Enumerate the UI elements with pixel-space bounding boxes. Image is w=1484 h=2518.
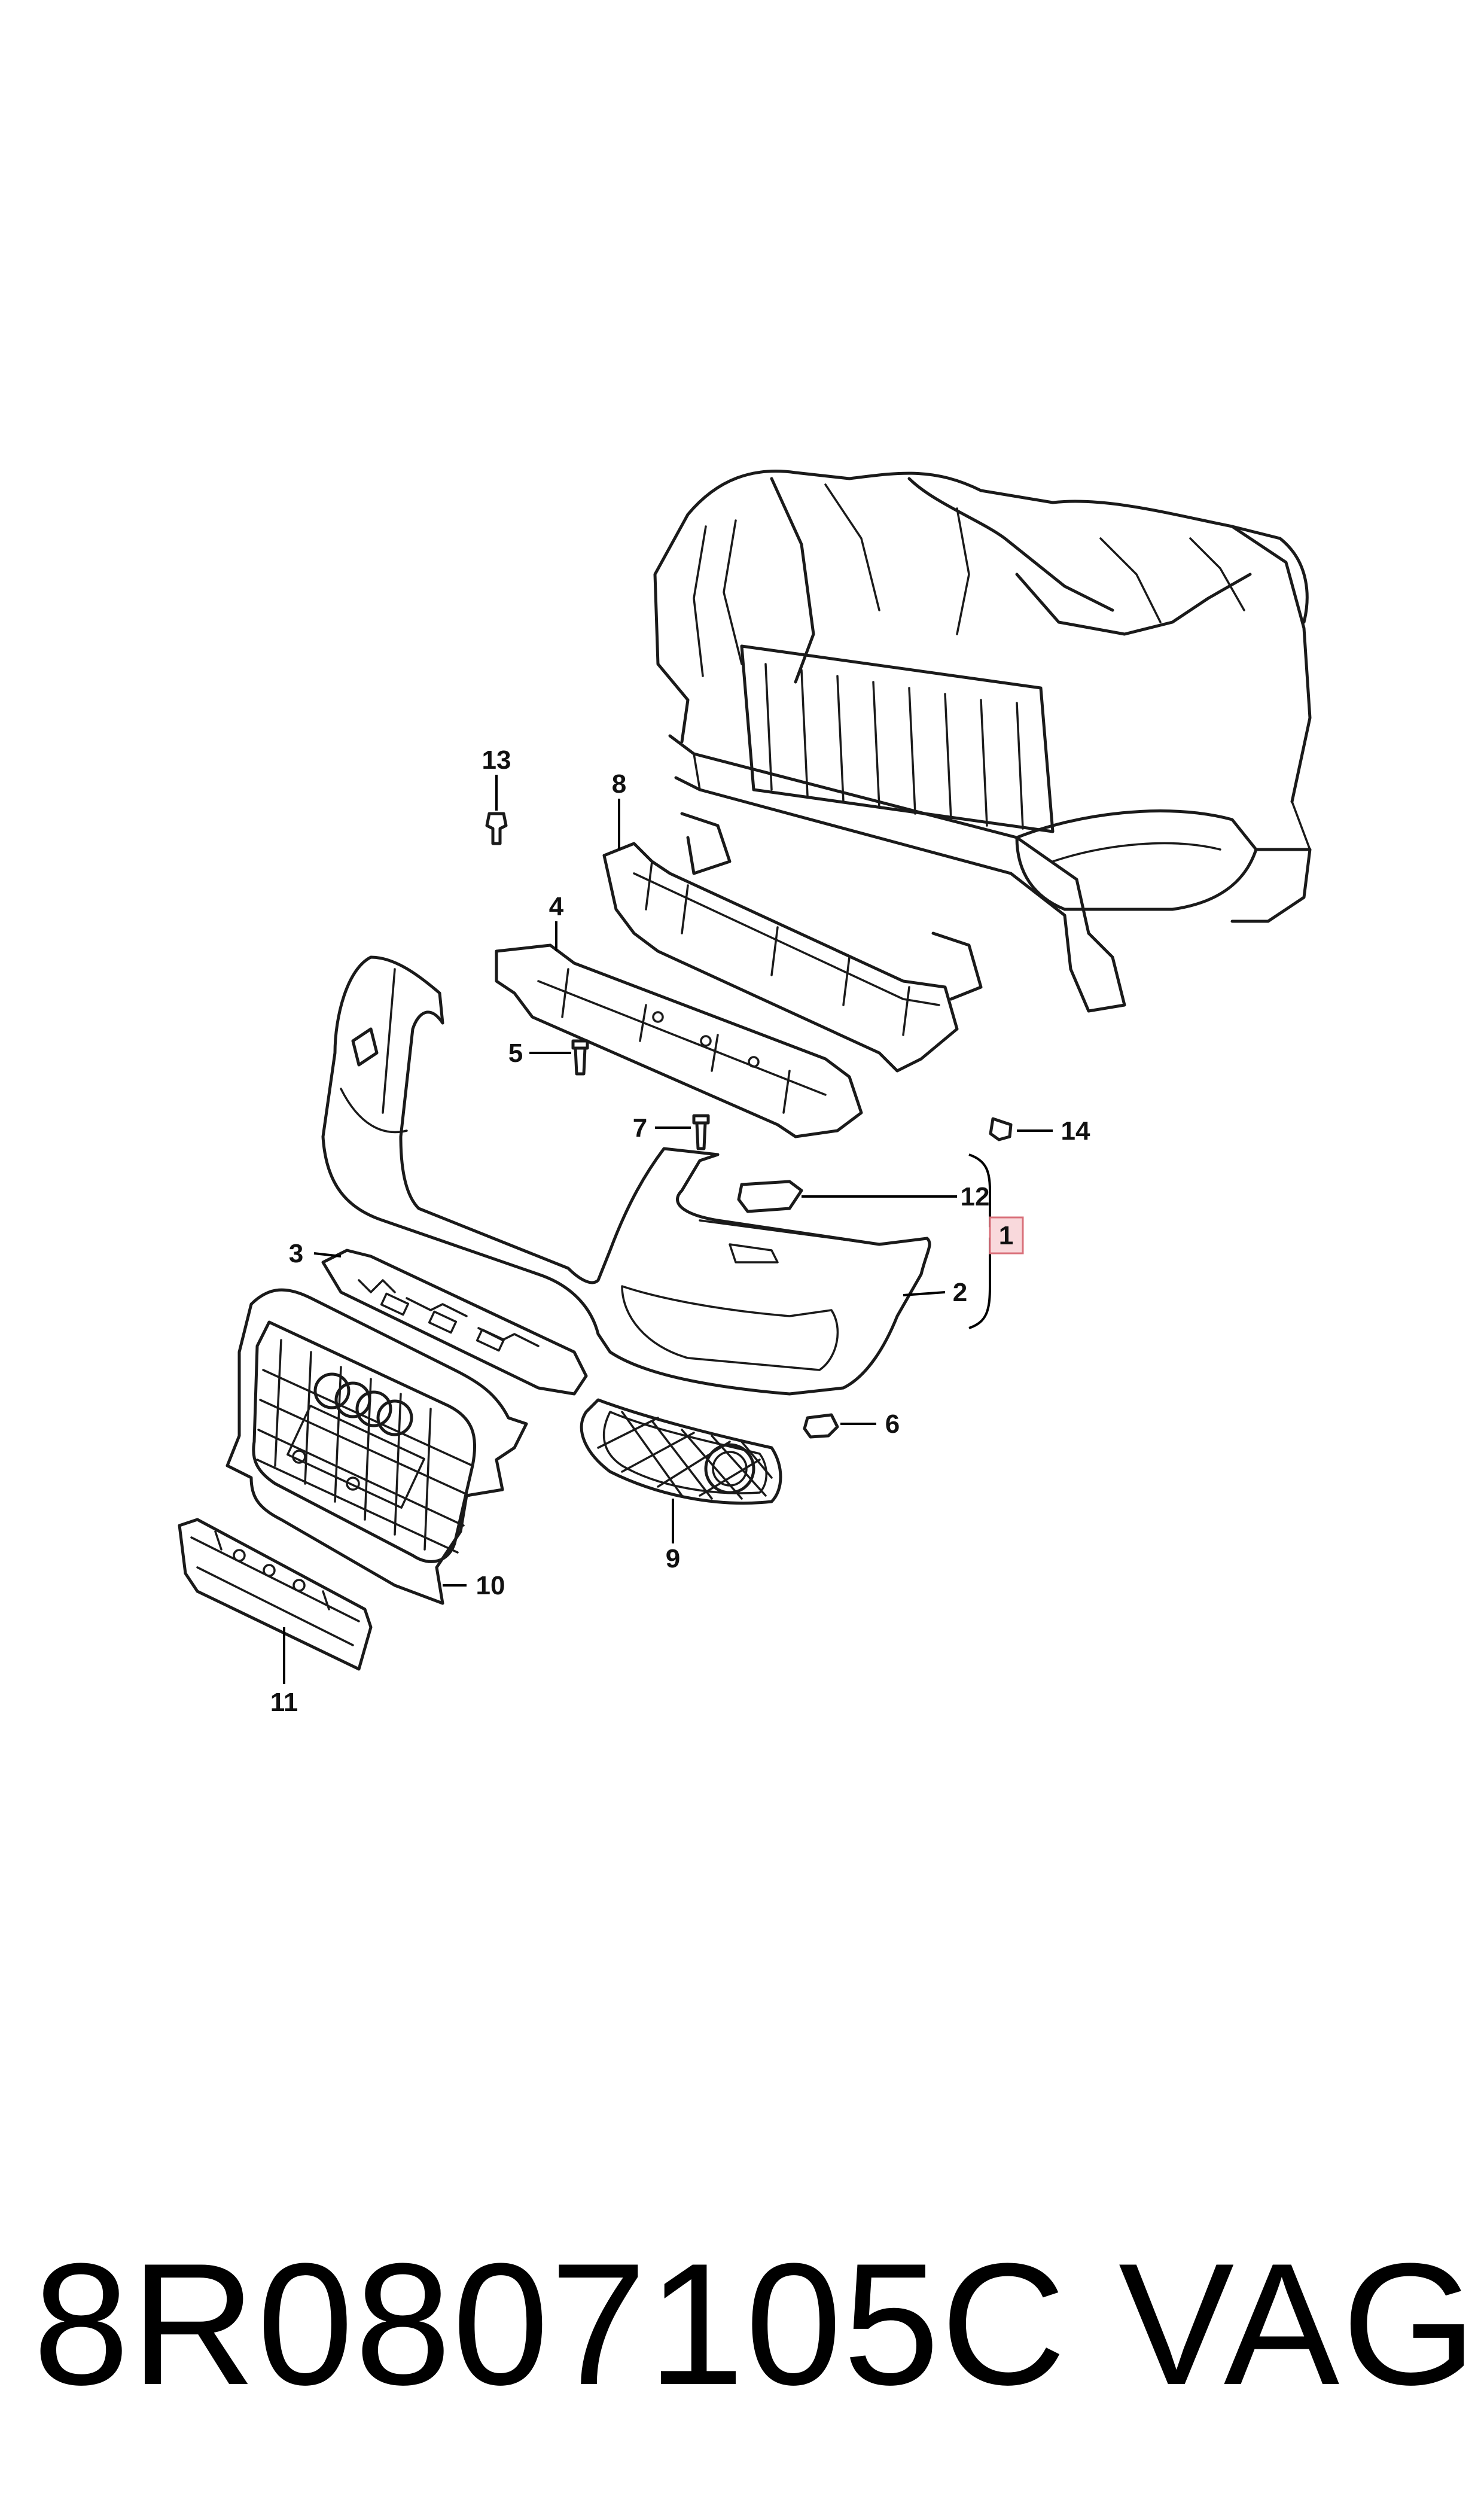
callout-1-highlight xyxy=(989,1216,1024,1255)
callout-14: 14 xyxy=(1061,1116,1090,1146)
part-13-clip xyxy=(485,775,508,845)
part-11-license-plate-bracket xyxy=(178,1518,373,1684)
callout-12: 12 xyxy=(961,1182,990,1211)
callout-9: 9 xyxy=(666,1544,680,1573)
part-number-text: 8R0807105C xyxy=(33,2227,1068,2421)
callout-labels: 1 2 3 4 5 6 7 8 9 10 11 12 13 14 xyxy=(270,745,1090,1717)
part-10-front-grille xyxy=(226,1288,528,1605)
part-2-bumper-cover xyxy=(321,955,946,1396)
callout-3: 3 xyxy=(289,1239,303,1268)
callout-10: 10 xyxy=(476,1571,505,1600)
part-9-fog-grille xyxy=(580,1398,782,1543)
callout-6: 6 xyxy=(885,1409,900,1439)
callout-13: 13 xyxy=(482,745,511,775)
part-6-clip-nut xyxy=(803,1413,876,1439)
brand-text: VAG xyxy=(1119,2227,1479,2421)
callout-5: 5 xyxy=(508,1039,523,1068)
part-12-cover-cap xyxy=(737,1180,957,1213)
part-7-screw xyxy=(655,1114,710,1150)
assembly-bracket xyxy=(968,1153,1024,1329)
callout-2: 2 xyxy=(953,1278,967,1307)
callout-1: 1 xyxy=(999,1221,1013,1250)
part-14-clip xyxy=(989,1117,1053,1141)
vehicle-front-structure xyxy=(653,470,1312,1013)
callout-7: 7 xyxy=(633,1113,647,1143)
callout-8: 8 xyxy=(612,769,626,799)
part-4-support-bracket xyxy=(495,921,863,1138)
part-3-grille-insert xyxy=(313,1249,588,1396)
callout-11: 11 xyxy=(270,1688,298,1717)
callout-4: 4 xyxy=(549,892,564,921)
part-8-bumper-beam xyxy=(602,799,959,1073)
part-5-screw xyxy=(529,1039,589,1076)
